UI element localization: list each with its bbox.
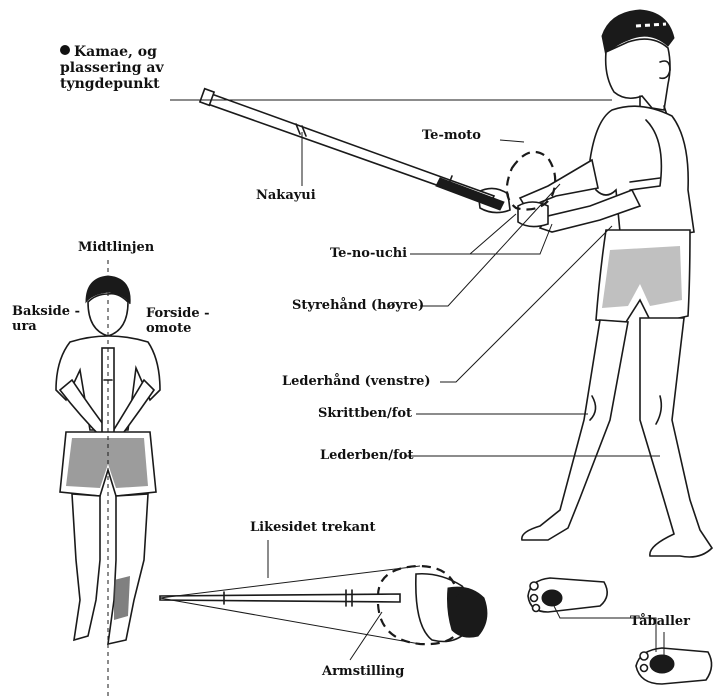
label-midtlinjen: Midtlinjen (78, 240, 154, 255)
label-lederben: Lederben/fot (320, 448, 413, 463)
label-te-no-uchi: Te-no-uchi (330, 246, 407, 261)
standing-figure (478, 10, 712, 557)
label-bakside-line2: ura (12, 319, 37, 334)
label-bakside: Bakside - ura (12, 304, 80, 334)
label-forside-line2: omote (146, 321, 191, 336)
topview-figure (160, 566, 487, 644)
bullet-icon (60, 45, 70, 55)
label-te-moto: Te-moto (422, 128, 481, 143)
label-bakside-line1: Bakside - (12, 304, 80, 319)
diagram-title: Kamae, og plassering av tyngdepunkt (60, 44, 164, 92)
label-skrittben: Skrittben/fot (318, 406, 412, 421)
label-nakayui: Nakayui (256, 188, 316, 203)
shinai-long (200, 89, 504, 210)
label-forside: Forside - omote (146, 306, 210, 336)
label-taballer: Tåballer (630, 614, 690, 629)
label-lederhand: Lederhånd (venstre) (282, 374, 431, 389)
label-likesidet-trekant: Likesidet trekant (250, 520, 376, 535)
label-styrehand: Styrehånd (høyre) (292, 298, 424, 313)
feet (528, 578, 712, 684)
label-armstilling: Armstilling (322, 664, 404, 679)
label-forside-line1: Forside - (146, 306, 210, 321)
